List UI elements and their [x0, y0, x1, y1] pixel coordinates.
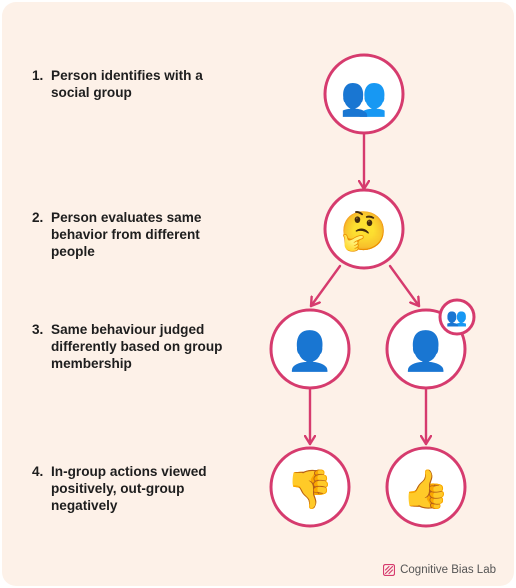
thumbs-down-icon: 👎	[286, 467, 333, 511]
step-number: 1.	[32, 68, 44, 83]
step-number: 3.	[32, 322, 44, 337]
brand-name: Cognitive Bias Lab	[400, 564, 496, 576]
step-number: 2.	[32, 210, 44, 225]
arrow-thinking-to-out-group	[309, 264, 342, 308]
step-text: Person evaluates same behavior from diff…	[51, 210, 202, 259]
arrow-thinking-to-in-group	[388, 264, 421, 308]
bust-in-silhouette-icon: 👤	[402, 329, 449, 373]
cognitive-bias-lab-logo-icon	[383, 564, 396, 576]
node-out-group-person	[269, 308, 351, 390]
thinking-face-icon: 🤔	[340, 209, 387, 253]
busts-in-silhouette-icon: 👥	[340, 74, 387, 118]
step-4: 4. In-group actions viewed positively, o…	[32, 463, 242, 514]
step-text: Person identifies with a social group	[51, 68, 203, 100]
step-text: In-group actions viewed positively, out-…	[51, 464, 207, 513]
node-thinking	[323, 188, 405, 270]
node-thumbs-up	[385, 446, 467, 528]
in-group-badge	[438, 298, 476, 336]
bust-in-silhouette-icon: 👤	[286, 329, 333, 373]
step-2: 2. Person evaluates same behavior from d…	[32, 209, 242, 260]
node-group	[323, 53, 405, 135]
step-3: 3. Same behaviour judged differently bas…	[32, 321, 242, 372]
step-number: 4.	[32, 464, 44, 479]
node-thumbs-down	[269, 446, 351, 528]
step-text: Same behaviour judged differently based …	[51, 322, 223, 371]
brand-footer: Cognitive Bias Lab	[383, 564, 496, 576]
step-1: 1. Person identifies with a social group	[32, 67, 242, 101]
thumbs-up-icon: 👍	[402, 467, 449, 511]
busts-in-silhouette-icon: 👥	[446, 308, 467, 328]
